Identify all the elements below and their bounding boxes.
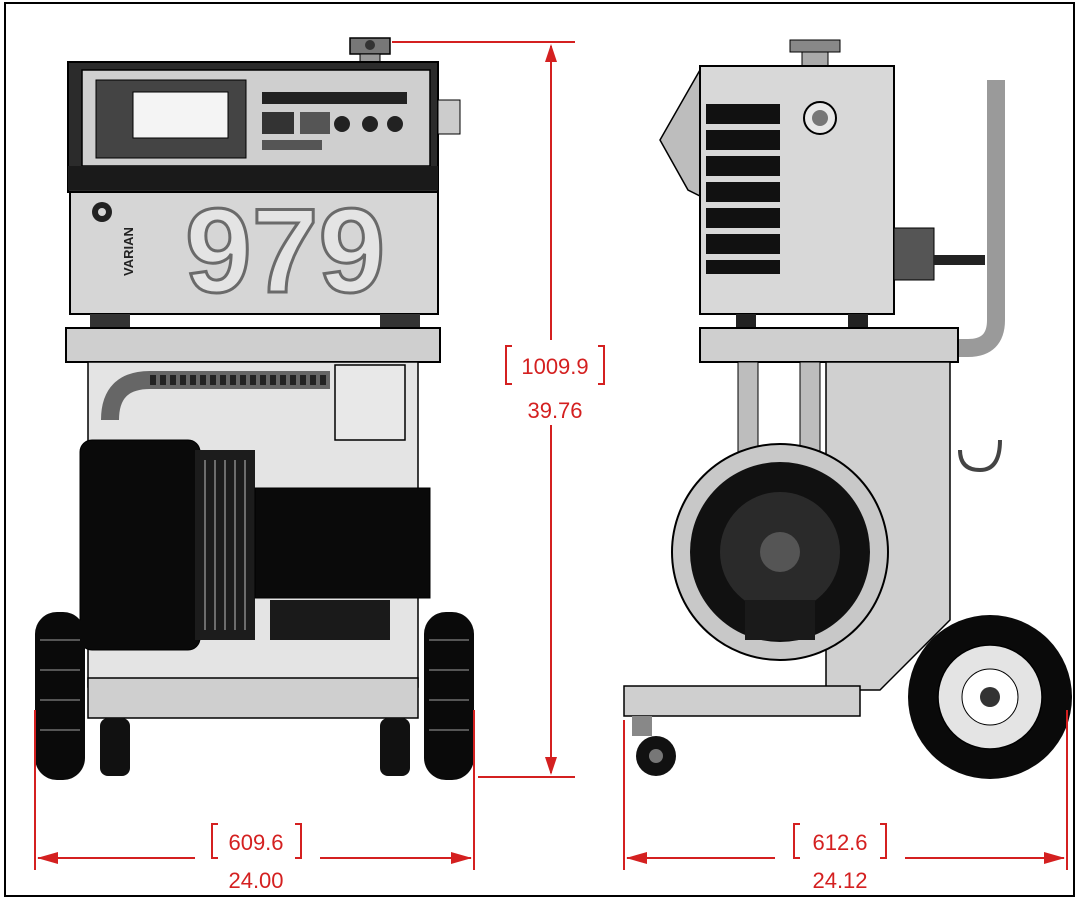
foreline-trap [334, 364, 406, 441]
front-view: 979 VARIAN [35, 37, 474, 780]
model-number: 979 [185, 184, 385, 318]
display-screen [132, 91, 229, 139]
side-view [623, 39, 1072, 779]
side-port [437, 99, 461, 135]
left-caster [100, 718, 130, 776]
brand-logo [92, 202, 112, 222]
width-imperial: 24.00 [228, 868, 283, 893]
depth-metric: 612.6 [812, 830, 867, 855]
side-connector [893, 227, 935, 281]
hose [101, 371, 330, 421]
side-backing-pump [671, 443, 889, 661]
cart-base [87, 677, 419, 719]
height-dimension: 1009.9 39.76 [392, 41, 605, 778]
left-wheel [35, 612, 85, 780]
keypad [262, 92, 407, 150]
height-metric: 1009.9 [521, 354, 588, 379]
height-imperial: 39.76 [527, 398, 582, 423]
top-valve [349, 37, 391, 65]
side-shelf-top [699, 327, 959, 363]
side-cart-base [623, 685, 861, 717]
side-wheel [908, 615, 1072, 779]
right-caster [380, 718, 410, 776]
controller-base [68, 166, 438, 190]
cart-shelf-top [65, 327, 441, 363]
width-dimension: 609.6 24.00 [34, 710, 475, 893]
backing-pump [79, 439, 431, 651]
right-wheel [424, 612, 474, 780]
width-metric: 609.6 [228, 830, 283, 855]
cart-handle [956, 80, 1005, 357]
depth-imperial: 24.12 [812, 868, 867, 893]
depth-dimension: 612.6 24.12 [623, 710, 1068, 893]
pump-body [69, 191, 439, 315]
vent-slots [706, 104, 780, 274]
side-caster [632, 716, 676, 776]
brand-label: VARIAN [121, 227, 136, 276]
